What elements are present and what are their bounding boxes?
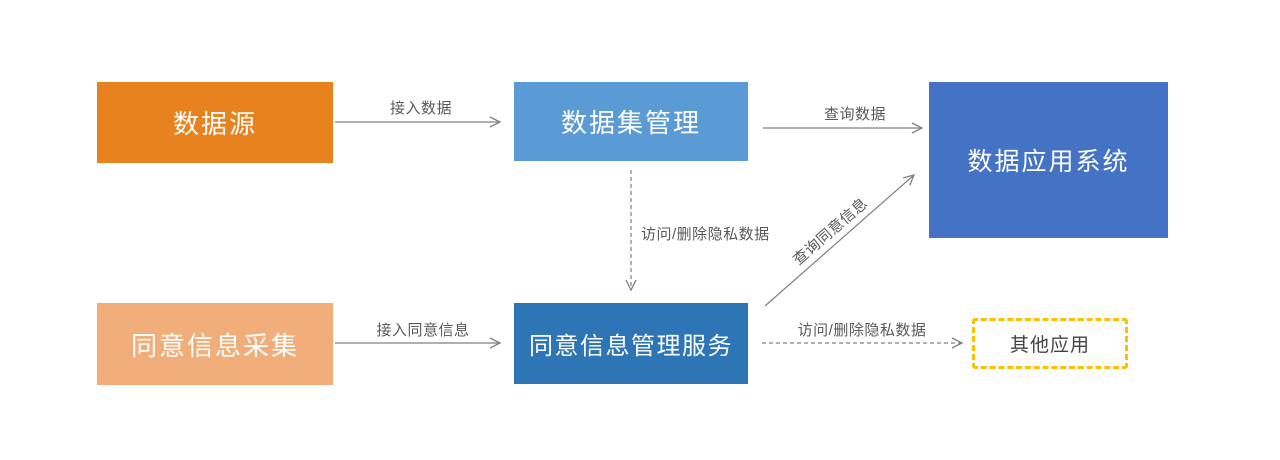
edge-label-query-data: 查询数据 [823,106,887,123]
node-data-app-system-label: 数据应用系统 [967,148,1130,176]
node-data-source: 数据源 [97,82,333,163]
node-consent-collection: 同意信息采集 [97,303,333,385]
node-consent-mgmt-service: 同意信息管理服务 [514,303,748,384]
node-dataset-mgmt: 数据集管理 [514,82,748,161]
node-dataset-mgmt-label: 数据集管理 [560,108,701,138]
node-data-app-system: 数据应用系统 [929,82,1168,238]
node-data-source-label: 数据源 [172,109,257,139]
edge-query-consent-info [764,174,916,307]
edge-label-access-consent-info: 接入同意信息 [376,322,470,339]
node-consent-mgmt-service-label: 同意信息管理服务 [529,333,733,360]
edge-label-access-data: 接入数据 [389,100,453,117]
node-other-apps-label: 其他应用 [1009,335,1090,356]
node-other-apps: 其他应用 [972,318,1128,369]
edge-label-access-delete-private-data-horizontal: 访问/删除隐私数据 [797,322,927,339]
node-consent-collection-label: 同意信息采集 [130,330,299,361]
edge-label-access-delete-private-data-vertical: 访问/删除隐私数据 [641,226,770,243]
